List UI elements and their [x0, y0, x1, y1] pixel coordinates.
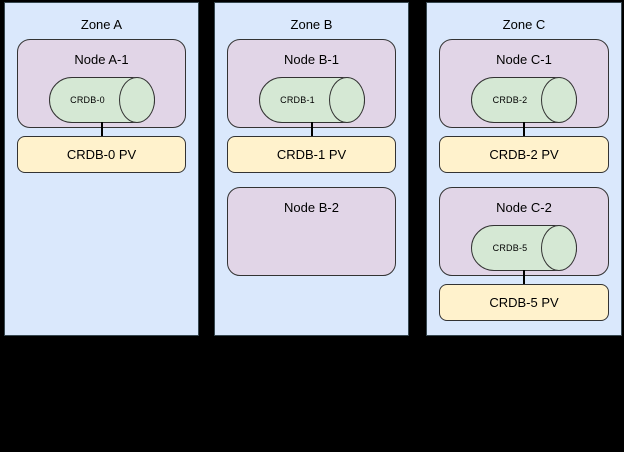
crdb-2-pv-connector-line: [523, 122, 525, 137]
node-b2-box: Node B-2: [227, 187, 396, 276]
zone-a-label: Zone A: [80, 17, 123, 32]
cylinder-end-cap-icon: [328, 77, 365, 123]
crdb-0-cylinder: CRDB-0: [48, 77, 155, 123]
crdb-1-pv-connector-line: [310, 122, 313, 137]
crdb-0-pv-connector-line: [100, 122, 103, 137]
crdb-0-label: CRDB-0: [70, 95, 105, 105]
node-b1-box: Node B-1 CRDB-1: [227, 39, 396, 128]
crdb-2-pv-label: CRDB-2 PV: [489, 147, 559, 162]
node-c1-box: Node C-1 CRDB-2: [439, 39, 609, 128]
zone-c-box: Zone C Node C-1 CRDB-2 CRDB-2 PV Node C-…: [426, 2, 622, 336]
zone-c-label: Zone C: [502, 17, 546, 32]
crdb-5-cylinder: CRDB-5: [471, 225, 577, 271]
zone-b-box: Zone B Node B-1 CRDB-1 CRDB-1 PV Node B-…: [214, 2, 409, 336]
crdb-1-cylinder: CRDB-1: [258, 77, 365, 123]
cylinder-end-cap-icon: [541, 77, 577, 123]
crdb-1-pv-label: CRDB-1 PV: [276, 147, 347, 162]
crdb-2-cylinder: CRDB-2: [471, 77, 577, 123]
node-c2-label: Node C-2: [496, 200, 552, 215]
crdb-5-pv-label: CRDB-5 PV: [489, 295, 559, 310]
node-b2-label: Node B-2: [284, 200, 339, 215]
crdb-0-pv-box: CRDB-0 PV: [17, 136, 186, 173]
crdb-2-pv-box: CRDB-2 PV: [439, 136, 609, 173]
crdb-1-label: CRDB-1: [280, 95, 315, 105]
node-c2-box: Node C-2 CRDB-5: [439, 187, 609, 276]
cylinder-end-cap-icon: [541, 225, 577, 271]
node-b1-label: Node B-1: [284, 52, 339, 67]
cylinder-end-cap-icon: [118, 77, 155, 123]
crdb-2-label: CRDB-2: [492, 95, 528, 105]
node-c1-label: Node C-1: [496, 52, 552, 67]
crdb-1-pv-box: CRDB-1 PV: [227, 136, 396, 173]
crdb-5-pv-connector-line: [523, 270, 525, 285]
node-a1-box: Node A-1 CRDB-0: [17, 39, 186, 128]
zone-b-label: Zone B: [290, 17, 333, 32]
node-a1-label: Node A-1: [74, 52, 129, 67]
zone-a-box: Zone A Node A-1 CRDB-0 CRDB-0 PV: [4, 2, 199, 336]
crdb-5-label: CRDB-5: [492, 243, 528, 253]
crdb-5-pv-box: CRDB-5 PV: [439, 284, 609, 321]
crdb-0-pv-label: CRDB-0 PV: [66, 147, 137, 162]
